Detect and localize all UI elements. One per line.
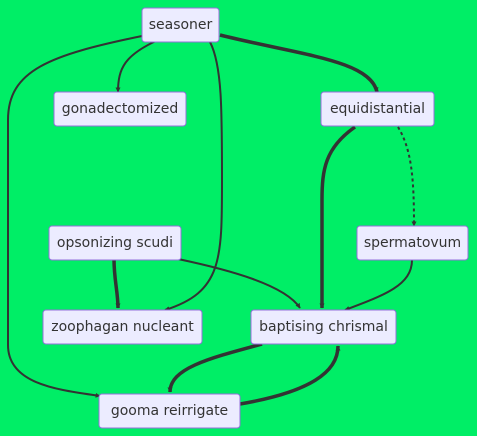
node-opsonizing-scudi[interactable]: opsonizing scudi	[48, 225, 182, 261]
node-opsonizing-scudi-label: opsonizing scudi	[57, 235, 173, 251]
edge-seasoner-zoophagan	[164, 41, 223, 312]
node-zoophagan-nucleant[interactable]: zoophagan nucleant	[42, 309, 203, 345]
node-seasoner-label: seasoner	[149, 17, 213, 33]
edge-baptising-gooma	[167, 342, 263, 393]
node-gonadectomized[interactable]: gonadectomized	[53, 91, 187, 127]
node-gooma-reirrigate[interactable]: gooma reirrigate	[98, 393, 241, 429]
node-baptising-chrismal[interactable]: baptising chrismal	[250, 309, 397, 345]
edge-seasoner-equidistantial	[219, 33, 379, 93]
node-gonadectomized-label: gonadectomized	[62, 101, 179, 117]
edge-gooma-baptising	[239, 345, 341, 406]
node-baptising-chrismal-label: baptising chrismal	[259, 319, 388, 335]
edge-opsonizing-zoophagan	[112, 258, 121, 309]
node-seasoner[interactable]: seasoner	[141, 7, 220, 43]
edge-equidistantial-spermatovum	[397, 126, 417, 227]
node-zoophagan-nucleant-label: zoophagan nucleant	[51, 319, 194, 335]
node-spermatovum-label: spermatovum	[364, 235, 461, 251]
edge-equidistantial-baptising	[319, 125, 357, 309]
edge-seasoner-gonadectomized	[115, 39, 159, 93]
edges-layer	[7, 33, 417, 406]
edge-opsonizing-baptising	[177, 258, 301, 309]
node-gooma-reirrigate-label: gooma reirrigate	[111, 403, 228, 419]
node-equidistantial-label: equidistantial	[330, 101, 425, 117]
edge-spermatovum-baptising	[344, 259, 413, 311]
node-spermatovum[interactable]: spermatovum	[356, 225, 469, 261]
node-equidistantial[interactable]: equidistantial	[320, 91, 435, 127]
edge-seasoner-gooma	[7, 35, 143, 398]
nodes-layer: seasoner gonadectomized equidistantial o…	[42, 7, 469, 429]
